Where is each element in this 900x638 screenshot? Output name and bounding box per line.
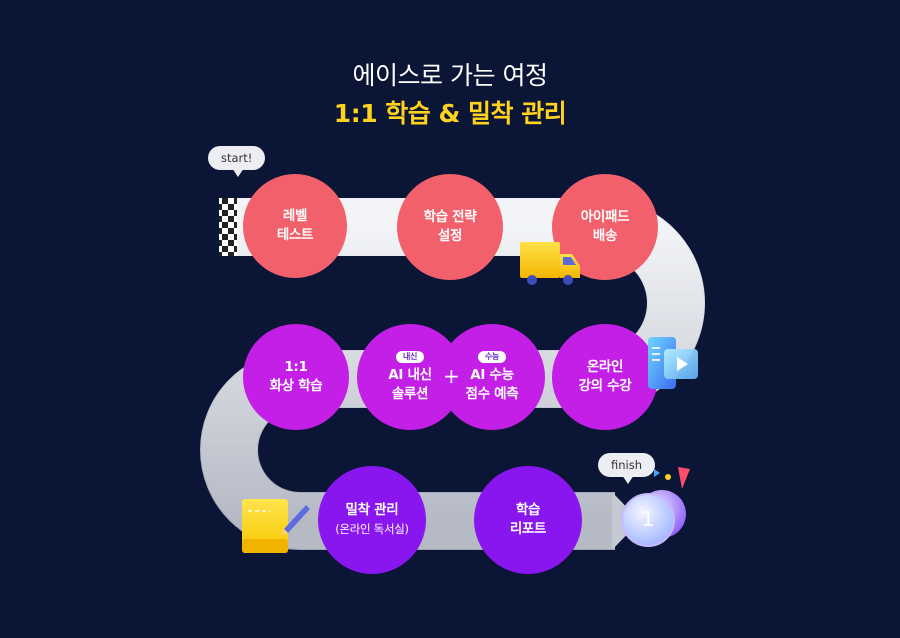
step-ai-suneung: 수능 AI 수능 점수 예측 [439,324,545,430]
step-strategy-line1: 학습 전략 [423,209,477,225]
step-report: 학습 리포트 [474,466,582,574]
finish-bubble: finish [598,453,656,484]
step-ai-naesin-line2: 솔루션 [391,385,429,402]
step-ipad-line1: 아이패드 [580,209,630,225]
sticky-note-pencil-icon [242,499,310,553]
medal-icon [621,490,686,547]
title-block: 에이스로 가는 여정 1:1 학습 & 밀착 관리 [0,58,900,132]
delivery-truck-icon [520,242,580,285]
video-lecture-icon [648,337,698,389]
start-label: start! [221,151,253,165]
step-care-line2: (온라인 독서실) [335,522,409,536]
step-online-lecture-line2: 강의 수강 [578,378,632,394]
step-ai-naesin-line1: AI 내신 [388,366,432,383]
tag-suneung: 수능 [477,350,507,363]
step-care: 밀착 관리 (온라인 독서실) [318,466,426,574]
step-level-test-line2: 테스트 [276,227,314,243]
step-report-line2: 리포트 [509,521,547,537]
step-video-class: 1:1 화상 학습 [243,324,349,430]
start-bubble: start! [208,146,266,177]
plus-sign: + [443,364,460,388]
checkered-flag-icon [219,198,237,256]
step-strategy-line2: 설정 [437,228,463,244]
finish-label: finish [611,458,643,472]
step-level-test-line1: 레벨 [282,208,308,224]
step-ipad-line2: 배송 [592,228,618,244]
step-report-line1: 학습 [515,502,541,518]
step-strategy: 학습 전략 설정 [397,174,503,280]
step-video-class-line2: 화상 학습 [269,378,323,394]
step-video-class-line1: 1:1 [284,359,308,375]
step-online-lecture: 온라인 강의 수강 [552,324,658,430]
finish-badge-number: 1 [641,507,655,531]
tag-naesin: 내신 [395,350,425,363]
page-title: 에이스로 가는 여정 [352,61,548,90]
step-online-lecture-line1: 온라인 [586,359,624,375]
step-level-test: 레벨 테스트 [243,174,347,278]
step-ai-suneung-line1: AI 수능 [470,366,514,383]
confetti-icon [654,467,690,489]
step-care-line1: 밀착 관리 [345,502,399,518]
step-ai-suneung-line2: 점수 예측 [465,385,519,402]
page-subtitle: 1:1 학습 & 밀착 관리 [333,99,567,128]
